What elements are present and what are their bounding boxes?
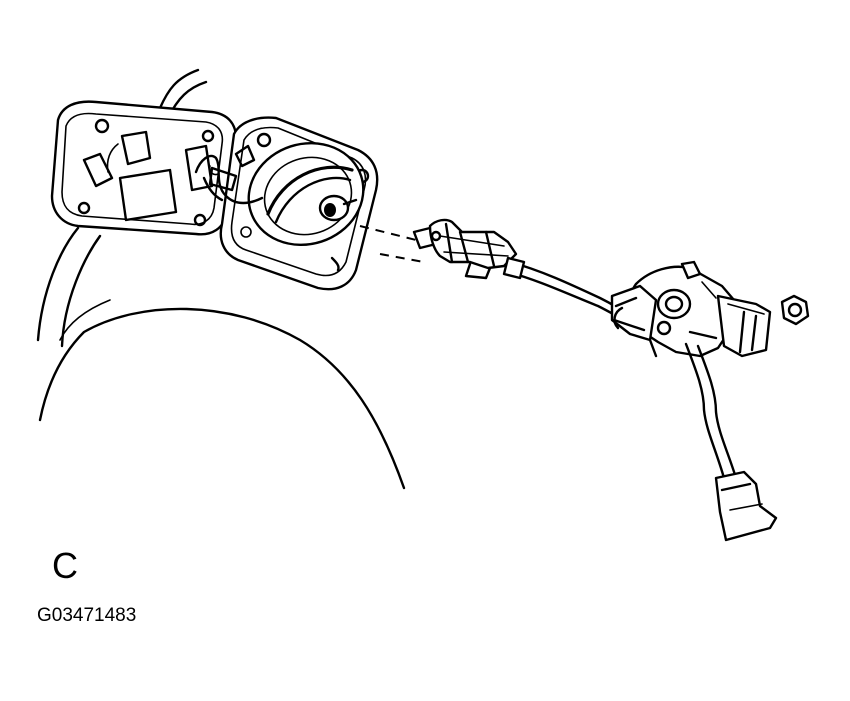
- fuel-filler-door: [50, 100, 238, 236]
- mounting-nut: [780, 294, 810, 326]
- cable-clip: [613, 306, 624, 330]
- alignment-line: [359, 225, 417, 241]
- door-cable-loop: [194, 154, 264, 205]
- door-latch-rod: [412, 218, 518, 280]
- figure-code: G03471483: [37, 605, 137, 626]
- view-letter: C: [52, 545, 78, 586]
- wiring-connector: [684, 342, 778, 542]
- fuel-cap: [247, 141, 365, 247]
- alignment-line-2: [379, 253, 425, 263]
- opener-motor: [610, 260, 772, 358]
